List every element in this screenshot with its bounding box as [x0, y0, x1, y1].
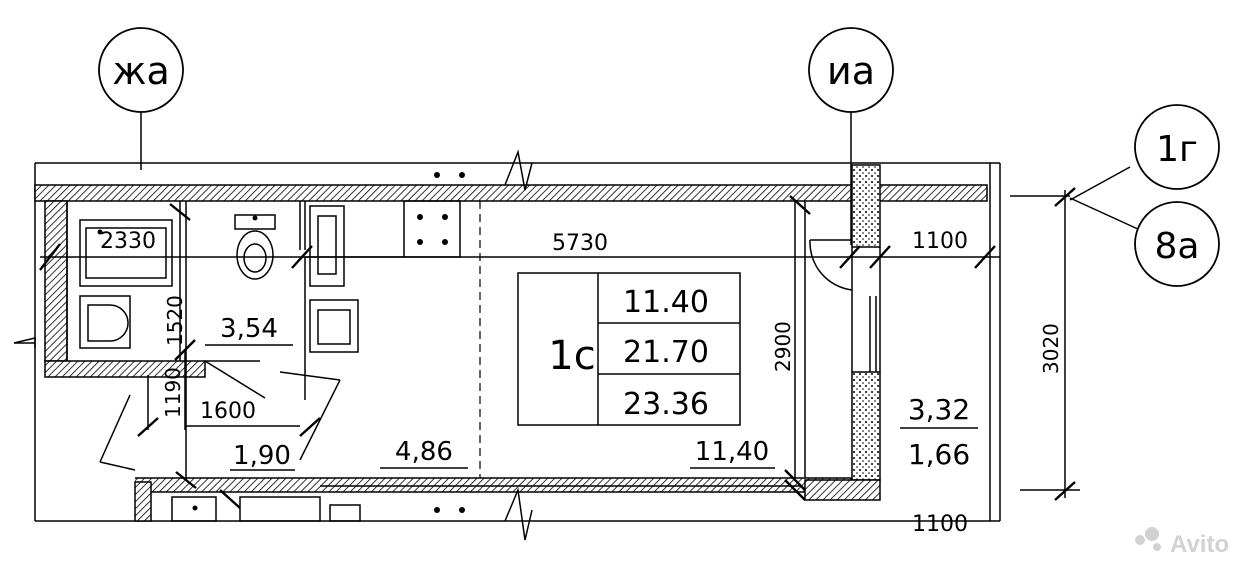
watermark-text: Avito [1170, 531, 1229, 558]
dimension-1520: 1520 [163, 295, 187, 346]
dimension-1190: 1190 [161, 367, 185, 418]
axis-label-1g: 1г [1156, 129, 1198, 170]
dimension-2900: 2900 [771, 321, 795, 372]
axis-label-8a: 8а [1155, 226, 1200, 267]
apartment-living-area: 11.40 [623, 285, 709, 320]
axis-bubble-zh [98, 27, 184, 113]
room-area-balcony: 3,32 [908, 393, 970, 426]
apartment-total-area: 21.70 [623, 335, 709, 370]
dimension-3020: 3020 [1039, 323, 1063, 374]
apartment-total-with-balcony: 23.36 [623, 387, 709, 422]
room-area-living: 11,40 [695, 437, 769, 467]
room-area-kitchen: 4,86 [395, 437, 453, 467]
apartment-type: 1с [548, 333, 595, 379]
dimension-2330: 2330 [100, 229, 156, 254]
room-area-hall: 1,90 [233, 441, 291, 471]
avito-watermark: Avito [1135, 527, 1229, 558]
axis-label-i: иа [827, 49, 875, 93]
room-area-balcony-reduced: 1,66 [908, 438, 970, 471]
dimension-1600: 1600 [200, 399, 256, 424]
axis-bubble-1g [1134, 104, 1220, 190]
axis-bubble-8a [1134, 201, 1220, 287]
axis-label-zh: жа [112, 49, 170, 93]
dimension-1100-cut: 1100 [912, 512, 968, 537]
dimension-5730: 5730 [552, 231, 608, 256]
axis-bubble-i [808, 27, 894, 113]
dimension-1100: 1100 [912, 229, 968, 254]
room-area-wc: 3,54 [220, 314, 278, 344]
